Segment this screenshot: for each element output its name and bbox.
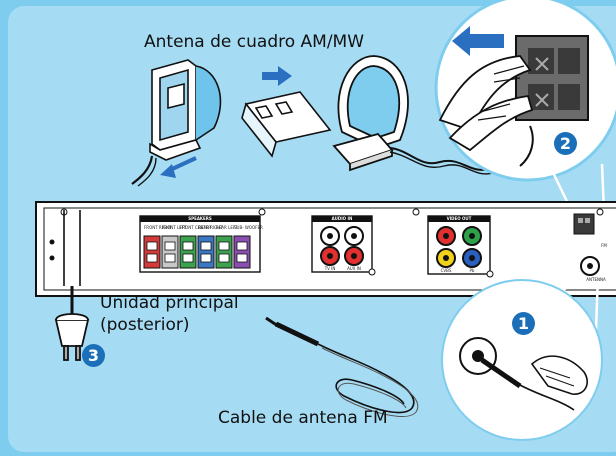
step-1-badge: 1 xyxy=(512,312,535,335)
rear-right-label: REAR RIGHT xyxy=(198,225,223,230)
fm-wire-antenna xyxy=(265,316,419,417)
video-out-jacks xyxy=(427,215,494,278)
front-right-label: FRONT RIGHT xyxy=(144,225,172,230)
front-center-label: FRONT CENTER xyxy=(180,225,211,230)
am-antenna-caption: Antena de cuadro AM/MW xyxy=(144,32,365,52)
front-left-label: FRONT LEFT xyxy=(162,225,187,230)
am-loop-antenna-folded xyxy=(131,59,222,187)
power-plug xyxy=(54,286,90,361)
fm-cable-caption: Cable de antena FM xyxy=(218,408,388,428)
cvbs-label: CVBS xyxy=(440,268,452,273)
fm-label: FM xyxy=(601,243,607,248)
main-unit-caption-line1: Unidad principal xyxy=(100,293,239,313)
step-2-badge: 2 xyxy=(554,132,577,155)
pb-label: Pb xyxy=(469,268,475,273)
tv-in-label: TV IN xyxy=(324,266,336,271)
main-unit-caption-line2: (posterior) xyxy=(100,315,190,335)
step-3-badge: 3 xyxy=(82,344,105,367)
rear-left-label: REAR LEFT xyxy=(216,225,238,230)
audio-in-label: AUDIO IN xyxy=(331,216,353,221)
aux-in-label: AUX IN xyxy=(347,266,361,271)
speaker-terminals xyxy=(139,215,261,273)
arrow-right-small xyxy=(262,66,292,86)
audio-in-jacks xyxy=(311,215,376,276)
antenna-terminals xyxy=(573,213,600,276)
am-loop-antenna-assembled xyxy=(332,55,545,175)
antenna-base-clip-detail xyxy=(241,91,332,158)
rotate-arrow xyxy=(160,156,197,178)
fm-plug-callout xyxy=(441,273,603,441)
video-out-label: VIDEO OUT xyxy=(446,216,472,221)
hand-callout xyxy=(434,0,616,182)
subwoofer-label: SUB- WOOFER xyxy=(234,225,263,230)
antenna-label: ANTENNA xyxy=(586,277,606,282)
speakers-label: SPEAKERS xyxy=(188,216,212,221)
